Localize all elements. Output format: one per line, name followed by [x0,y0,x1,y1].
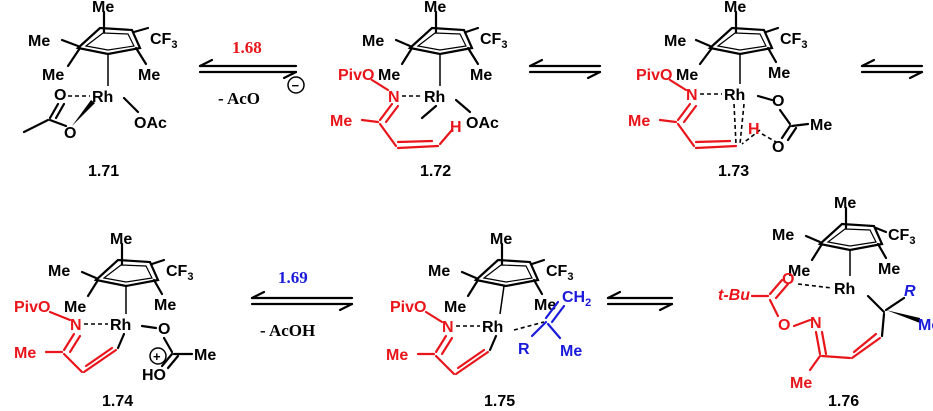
compound-1-71: Me Me Me Me CF3 Rh O O OAc 1.71 [22,0,177,180]
equilibrium-arrow-4: 1.69 - AcOH [250,268,354,340]
me-label: Me [194,347,216,364]
negative-charge-icon [287,76,305,94]
me-label: Me [110,231,132,248]
o-label: O [64,125,76,142]
pivo-label: PivO [390,299,426,316]
r-label: R [518,341,530,358]
me-label: Me [92,0,114,16]
me-label: Me [878,261,900,278]
byproduct-aco: - AcO [218,89,260,108]
me-label: Me [470,67,492,84]
n-label: N [388,89,400,106]
ho-label: HO [142,367,166,384]
compound-1-76: Me Me Me Me CF3 Rh t-Bu O O N Me R Me 1.… [718,195,933,410]
me-label: Me [790,375,812,392]
compound-1-74: Me Me Me Me CF3 Rh PivO N Me O HO + Me 1… [14,231,216,410]
equilibrium-arrow-3 [860,58,924,80]
me-label: Me [768,65,790,82]
oac-label: OAc [466,115,499,132]
o-label: O [782,271,794,288]
reagent-1-69: 1.69 [278,268,308,287]
rh-label: Rh [834,281,855,298]
compound-1-75: Me Me Me Me CF3 Rh PivO N Me CH2 R Me 1.… [386,231,591,410]
me-label: Me [64,299,86,316]
o-label: O [158,321,170,338]
o-label: O [772,139,784,156]
equilibrium-arrow-2 [528,58,602,80]
cf3-label: CF3 [780,31,807,51]
compound-1-73: Me Me Me Me CF3 Rh PivO N Me H O O Me [628,0,832,180]
cf3-label: CF3 [888,227,915,247]
me-label: Me [444,299,466,316]
me-label: Me [810,117,832,134]
o-label: O [772,93,784,110]
byproduct-acoh: - AcOH [260,321,315,340]
me-label: Me [48,263,70,280]
compound-1-72: Me Me Me Me CF3 Rh PivO N Me H OAc 1.72 [330,0,507,180]
plus-label: + [153,349,161,364]
me-label: Me [42,67,64,84]
me-label: Me [676,67,698,84]
rh-label: Rh [724,87,745,104]
compound-id-1-73: 1.73 [718,163,749,180]
me-label: Me [560,343,582,360]
ch2-label: CH2 [562,289,591,309]
rh-label: Rh [92,89,113,106]
me-label: Me [138,67,160,84]
pivo-label: PivO [636,67,672,84]
equilibrium-arrow-5 [606,290,674,312]
positive-charge-icon [149,347,167,365]
me-label: Me [724,0,746,16]
me-label: Me [362,33,384,50]
me-label: Me [788,263,810,280]
me-label: Me [490,231,512,248]
oac-label: OAc [134,115,167,132]
me-label: Me [772,227,794,244]
me-label: Me [330,113,352,130]
h-label: H [450,119,462,136]
compound-id-1-76: 1.76 [828,393,859,410]
me-label: Me [154,297,176,314]
me-label: Me [378,67,400,84]
compound-id-1-75: 1.75 [484,393,515,410]
me-label: Me [834,195,856,212]
me-label: Me [424,0,446,16]
n-label: N [442,319,454,336]
rh-label: Rh [110,317,131,334]
cf3-label: CF3 [546,263,573,283]
n-label: N [686,87,698,104]
compound-id-1-71: 1.71 [88,163,119,180]
reagent-1-68: 1.68 [232,38,262,57]
me-label: Me [428,263,450,280]
charge-label: − [292,78,300,93]
n-label: N [70,317,82,334]
cf3-label: CF3 [166,263,193,283]
r-label: R [904,283,916,300]
pivo-label: PivO [14,299,50,316]
me-label: Me [628,113,650,130]
cf3-label: CF3 [480,31,507,51]
compound-id-1-72: 1.72 [420,163,451,180]
cf3-label: CF3 [150,31,177,51]
compound-id-1-74: 1.74 [102,393,133,410]
o-label: O [54,87,66,104]
pivo-label: PivO [338,67,374,84]
t-bu-label: t-Bu [718,287,750,304]
me-label: Me [664,33,686,50]
h-label: H [748,121,760,138]
n-label: N [810,315,822,332]
me-label: Me [14,345,36,362]
o-label: O [778,317,790,334]
rh-label: Rh [424,89,445,106]
me-label: Me [386,347,408,364]
rh-label: Rh [482,319,503,336]
me-label: Me [28,33,50,50]
equilibrium-arrow-1: 1.68 - AcO − [198,38,305,108]
me-label: Me [534,297,556,314]
me-label-clipped: Me [918,317,933,334]
